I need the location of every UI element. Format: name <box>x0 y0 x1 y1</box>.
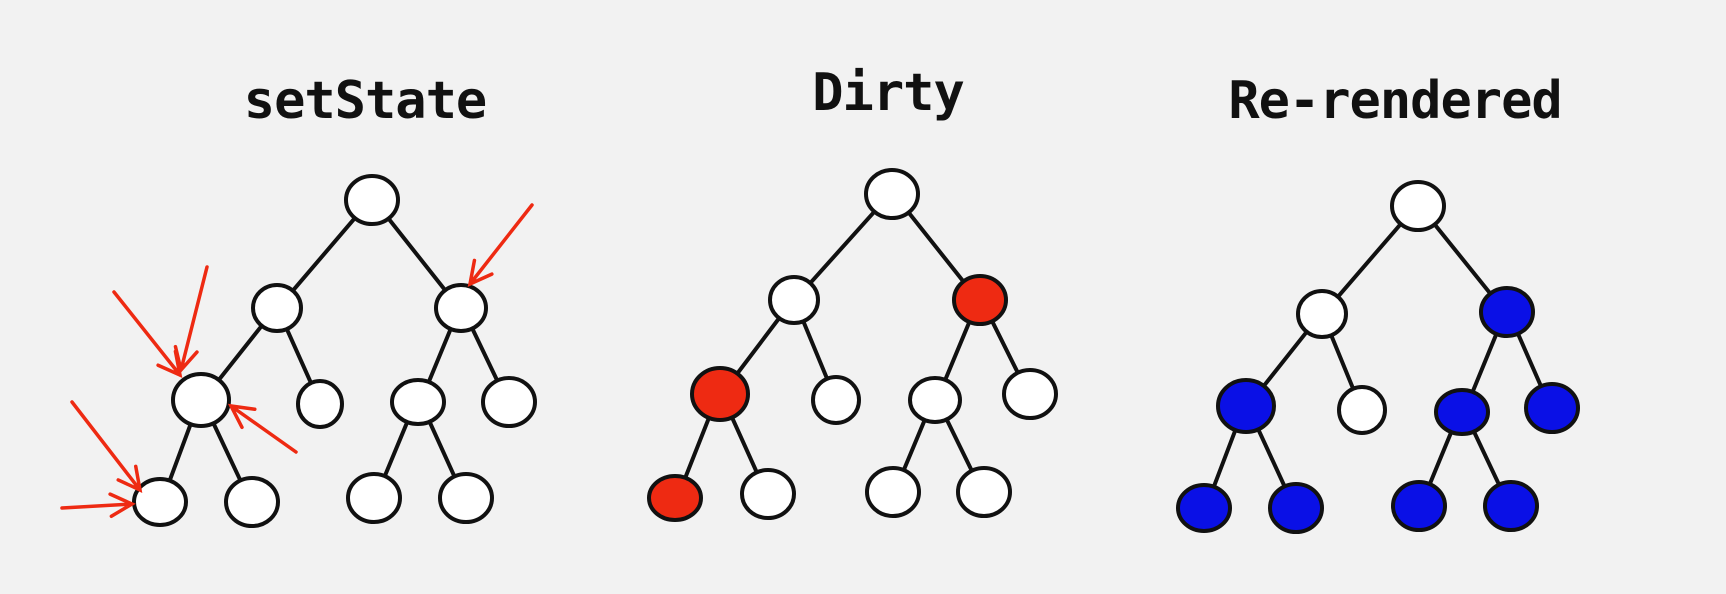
edge-root-a <box>289 214 359 295</box>
edge-a-a2 <box>1328 331 1356 393</box>
tree-node-root-clean <box>344 174 400 226</box>
edge-a-a1 <box>734 314 783 378</box>
tree-node-b-clean <box>434 283 488 333</box>
tree-edges <box>682 208 1021 482</box>
tree-node-b1-clean <box>908 376 962 424</box>
edge-b1-b1a <box>381 418 411 481</box>
edge-root-b <box>905 208 967 286</box>
edge-a1-a1b <box>729 413 760 477</box>
tree-node-a1a-clean <box>132 477 188 527</box>
tree-node-a1b-clean <box>740 468 796 520</box>
tree-node-a-clean <box>251 283 303 333</box>
edge-a-a2 <box>800 317 830 383</box>
tree-node-b2-rerendered <box>1524 382 1580 434</box>
tree-node-b1b-clean <box>438 472 494 524</box>
panel-title-rerendered: Re-rendered <box>1228 71 1561 131</box>
tree-node-b1a-clean <box>865 466 921 518</box>
setstate-arrow-5 <box>70 400 143 493</box>
edge-a-a1 <box>1260 328 1310 390</box>
setstate-arrows <box>60 203 534 519</box>
tree-node-a-clean <box>1296 289 1348 339</box>
edge-a1-a1a <box>166 420 194 485</box>
edge-a1-a1b <box>210 419 244 485</box>
edge-b-b2 <box>989 317 1021 377</box>
edge-root-a <box>806 208 878 287</box>
edge-b-b1 <box>1469 330 1500 396</box>
tree-node-a2-clean <box>811 375 861 425</box>
tree-node-a2-clean <box>1337 385 1387 435</box>
tree-node-b1-rerendered <box>1434 388 1490 436</box>
setstate-arrow-3 <box>112 290 183 378</box>
tree-node-b1a-rerendered <box>1391 480 1447 532</box>
edge-root-b <box>1431 220 1494 298</box>
edge-a-a1 <box>215 322 265 384</box>
panel-title-setstate: setState <box>244 71 486 131</box>
tree-node-root-clean <box>1390 180 1446 232</box>
tree-node-a1a-rerendered <box>1176 483 1232 533</box>
edge-a1-a1a <box>1211 426 1239 491</box>
tree-node-a1a-dirty <box>647 474 703 522</box>
tree-node-a1-rerendered <box>1216 378 1276 434</box>
tree-node-a1-dirty <box>690 366 750 422</box>
tree-nodes <box>1176 180 1580 534</box>
tree-node-b1-clean <box>390 378 446 426</box>
panel-rerendered: Re-rendered <box>1176 71 1580 534</box>
edge-b1-b1b <box>426 417 458 481</box>
panel-dirty: Dirty <box>647 63 1058 522</box>
edge-b1-b1a <box>900 416 928 474</box>
tree-nodes <box>647 168 1058 522</box>
tree-node-root-clean <box>864 168 920 220</box>
tree-nodes <box>132 174 537 528</box>
tree-node-a1-clean <box>171 372 231 428</box>
setstate-arrow-1 <box>467 203 534 287</box>
tree-edges <box>1211 220 1544 491</box>
edge-a1-a1a <box>682 414 712 482</box>
edge-b1-b1a <box>1426 428 1455 488</box>
tree-node-a-clean <box>768 275 820 325</box>
edge-b-b2 <box>469 324 501 385</box>
edge-b-b1 <box>425 325 454 386</box>
edge-b-b1 <box>942 318 973 384</box>
tree-node-b-dirty <box>952 274 1008 326</box>
panel-setstate: setState <box>60 71 537 528</box>
edge-b1-b1b <box>943 415 975 475</box>
edge-a1-a1b <box>1255 425 1288 491</box>
edge-b-b2 <box>1515 329 1544 391</box>
tree-node-b1b-clean <box>956 466 1012 518</box>
tree-edges <box>166 214 501 485</box>
setstate-arrow-6 <box>60 492 136 519</box>
tree-node-b-rerendered <box>1479 286 1535 338</box>
tree-node-a1b-rerendered <box>1268 482 1324 534</box>
tree-node-a2-clean <box>296 379 344 429</box>
edge-root-a <box>1334 220 1405 301</box>
tree-node-b2-clean <box>1002 368 1058 420</box>
edge-b1-b1b <box>1471 427 1502 489</box>
tree-node-b1a-clean <box>346 472 402 524</box>
tree-node-a1b-clean <box>224 476 280 528</box>
edge-a-a2 <box>283 325 314 387</box>
edge-root-b <box>385 214 449 294</box>
tree-node-b2-clean <box>481 376 537 428</box>
panel-title-dirty: Dirty <box>812 63 964 123</box>
setstate-arrow-4 <box>227 403 298 454</box>
tree-node-b1b-rerendered <box>1483 480 1539 532</box>
